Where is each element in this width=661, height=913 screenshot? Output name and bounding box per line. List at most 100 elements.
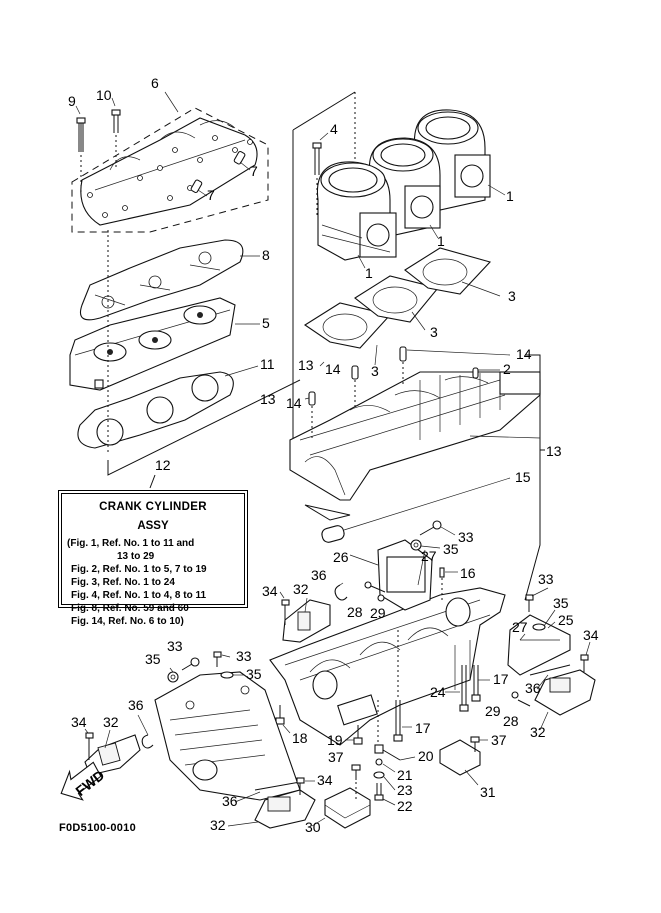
- callout-label: 4: [330, 121, 338, 137]
- washer-23: [373, 771, 385, 779]
- callout-label: 32: [103, 714, 119, 730]
- callout-label: 8: [262, 247, 270, 263]
- callout-label: 27: [512, 619, 528, 635]
- drawing-code: F0D5100-0010: [59, 822, 136, 834]
- callout-label: 34: [71, 714, 87, 730]
- callout-label: 35: [246, 666, 262, 682]
- bolt-33-top: [419, 520, 456, 536]
- figure-reference: 13 to 29: [117, 551, 155, 562]
- shim-36-bottom: [254, 781, 301, 791]
- callout-label: 35: [443, 541, 459, 557]
- callout-label: 3: [508, 288, 516, 304]
- engine-mount-bracket-25: [507, 614, 571, 676]
- assembly-info-box: CRANK CYLINDER ASSY (Fig. 1, Ref. No. 1 …: [58, 490, 248, 627]
- dowel-14-c: [308, 391, 316, 406]
- callout-label: 17: [415, 720, 431, 736]
- shim-36-right: [529, 664, 571, 676]
- callout-label: 33: [236, 648, 252, 664]
- callout-label: 3: [371, 363, 379, 379]
- callout-label: 34: [262, 583, 278, 599]
- callout-label: 16: [460, 565, 476, 581]
- figure-reference-list: (Fig. 1, Ref. No. 1 to 11 and 13 to 29 F…: [67, 537, 239, 628]
- callout-label: 7: [207, 187, 215, 203]
- callout-label: 33: [458, 529, 474, 545]
- cylinder-head-cover-group: [71, 107, 269, 233]
- callout-label: 21: [397, 767, 413, 783]
- callout-label: 13: [298, 357, 314, 373]
- washer-35-top: [410, 539, 441, 551]
- exhaust-manifold: [154, 671, 301, 801]
- callout-label: 34: [317, 772, 333, 788]
- callout-label: 31: [480, 784, 496, 800]
- callout-label: 2: [503, 361, 511, 377]
- callout-label: 9: [68, 93, 76, 109]
- bolt-24: [445, 665, 469, 712]
- assembly-subtitle: ASSY: [137, 520, 169, 532]
- dowel-14-a: [399, 346, 407, 362]
- figure-reference: Fig. 2, Ref. No. 1 to 5, 7 to 19: [71, 564, 207, 575]
- oil-seal-15: [304, 477, 511, 543]
- callout-label: 13: [260, 391, 276, 407]
- callout-label: 17: [493, 671, 509, 687]
- callout-label: 14: [325, 361, 341, 377]
- bolt-34-right: [580, 654, 589, 672]
- bolt-10: [111, 97, 121, 170]
- callout-label: 36: [311, 567, 327, 583]
- upper-crankcase: [289, 371, 541, 501]
- callout-label: 37: [328, 749, 344, 765]
- callout-label: 29: [370, 605, 386, 621]
- bolt-34-upper: [279, 591, 290, 625]
- callout-label: 14: [516, 346, 532, 362]
- leader-lines: [84, 91, 591, 827]
- bolt-22: [374, 783, 396, 806]
- callout-label: 25: [558, 612, 574, 628]
- engine-mount-32-right: [534, 669, 596, 716]
- engine-mount-32-bottom: [254, 789, 316, 829]
- figure-reference: Fig. 4, Ref. No. 1 to 4, 8 to 11: [71, 590, 207, 601]
- bolt-33-right: [525, 594, 534, 612]
- callout-label: 27: [421, 548, 437, 564]
- washer-29: [377, 594, 385, 602]
- callout-label: 14: [286, 395, 302, 411]
- engine-mount-32-left-upper: [282, 584, 348, 643]
- cylinder-gasket-11: [77, 371, 234, 449]
- washer-29-right: [511, 691, 519, 699]
- callout-label: 26: [333, 549, 349, 565]
- callout-label: 28: [347, 604, 363, 620]
- cylinder-head-5: [69, 297, 236, 391]
- figure-reference: Fig. 8, Ref. No. 59 and 60: [71, 603, 189, 614]
- bolt-37-left: [351, 764, 361, 800]
- callout-label: 36: [525, 680, 541, 696]
- callout-label: 6: [151, 75, 159, 91]
- shim-36-left: [141, 734, 154, 749]
- damper-31: [439, 739, 481, 786]
- dowel-2: [472, 367, 479, 379]
- callout-label: 35: [145, 651, 161, 667]
- bolt-4: [312, 132, 329, 215]
- callout-label: 36: [128, 697, 144, 713]
- callout-label: 23: [397, 782, 413, 798]
- callout-label: 11: [260, 356, 275, 372]
- seal-21: [375, 758, 383, 766]
- bolt-28-head: [364, 581, 372, 589]
- bolt-17-b: [393, 700, 412, 742]
- callout-label: 24: [430, 684, 446, 700]
- dowel-14-b: [351, 365, 359, 380]
- washer-35-left2: [220, 671, 234, 679]
- callout-labels: 9 10 6 7 7 8 5 11 12 4 1 1 1 3 3 3 14 2 …: [68, 75, 599, 835]
- bolt-33-left: [181, 657, 200, 671]
- callout-label: 34: [583, 627, 599, 643]
- head-bolt-holes: [87, 135, 253, 218]
- bolt-33-left2: [213, 651, 222, 667]
- bolt-9: [75, 105, 86, 195]
- lower-crankcase: [269, 587, 506, 746]
- callout-label: 18: [292, 730, 308, 746]
- callout-label: 35: [553, 595, 569, 611]
- callout-label: 1: [365, 265, 373, 281]
- callout-label: 32: [210, 817, 226, 833]
- callout-label: 32: [530, 724, 546, 740]
- callout-label: 32: [293, 581, 309, 597]
- callout-label: 37: [491, 732, 507, 748]
- callout-label: 36: [222, 793, 238, 809]
- cylinder-base-gaskets-3: [303, 247, 492, 349]
